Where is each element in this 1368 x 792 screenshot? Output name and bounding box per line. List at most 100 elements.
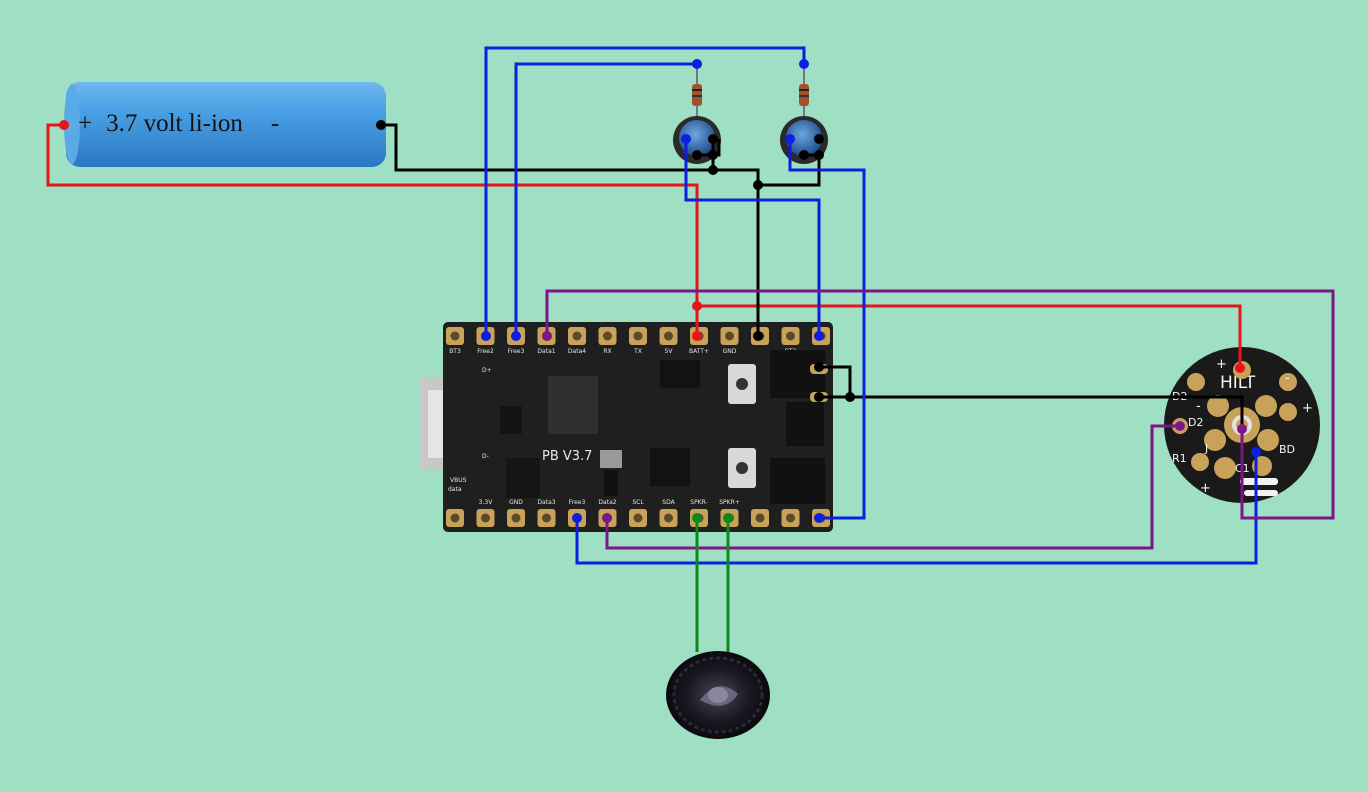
chip (506, 458, 540, 498)
pad (1204, 429, 1226, 451)
pin-label: TX (633, 348, 642, 355)
pad (1207, 395, 1229, 417)
pin-label: SPKR+ (719, 499, 740, 506)
side-label: D- (482, 453, 489, 460)
pad (1257, 429, 1279, 451)
pin-label: GND (509, 499, 523, 506)
junction-dot (814, 331, 824, 341)
side-label: data (448, 486, 462, 493)
junction-dot (1235, 363, 1245, 373)
junction-dot (59, 120, 69, 130)
chip (770, 458, 825, 504)
pin-label: BT3 (449, 348, 461, 355)
pad-label: + (1302, 401, 1313, 416)
pin-hole (450, 513, 460, 523)
pin-label: BATT+ (689, 348, 709, 355)
junction-dot (692, 513, 702, 523)
pin-label: GND (723, 348, 737, 355)
junction-dot (708, 134, 718, 144)
pin-label: SDA (662, 499, 675, 506)
speaker (666, 651, 770, 739)
junction-dot (814, 392, 824, 402)
side-label: VBUS (450, 477, 467, 484)
junction-dot (681, 134, 691, 144)
pad (1255, 395, 1277, 417)
pad (1279, 373, 1297, 391)
battery-body (66, 82, 386, 167)
chip (650, 448, 690, 486)
junction-dot (1175, 421, 1185, 431)
pad (1191, 453, 1209, 471)
pin-label: Free3 (569, 499, 586, 506)
pad-label: + (1216, 357, 1227, 372)
pin-label: SCL (632, 499, 644, 506)
proffieboard: BT3Free2Free3Data1Data4RXTX5VBATT+GNDBT2… (420, 322, 833, 532)
pad-label: J (1204, 442, 1208, 455)
junction-dot (511, 331, 521, 341)
battery-plus-label: + (78, 110, 93, 137)
black-wire (697, 139, 721, 157)
junction-dot (814, 513, 824, 523)
pad-label: - (1285, 371, 1290, 386)
blue-wire (684, 139, 821, 336)
pin-hole (664, 513, 673, 523)
blue-wire (575, 452, 1258, 565)
pin-hole (664, 331, 673, 341)
pad-label: - (1196, 399, 1201, 414)
junction-dot (723, 513, 733, 523)
blue-wire (788, 139, 866, 520)
junction-dot (814, 150, 824, 160)
pin-label: 5V (665, 348, 674, 355)
junction-dot (799, 150, 809, 160)
pin-hole (755, 513, 765, 523)
black-wire (758, 155, 821, 187)
chip (660, 360, 700, 388)
battery-minus-label: - (270, 110, 280, 137)
purple-wire (605, 424, 1180, 550)
junction-dot (602, 513, 612, 523)
bottom-pin-labels: 3.3VGNDData3Free3Data2SCLSDASPKR-SPKR+BT… (479, 499, 797, 506)
pin-hole (603, 331, 612, 341)
blue-wire (484, 46, 806, 336)
junction-dot (753, 180, 763, 190)
pad (1187, 373, 1205, 391)
connector-title: HILT (1220, 373, 1256, 393)
pin-label: Free2 (477, 348, 494, 355)
blue-wire (514, 62, 697, 336)
board-name: PB V3.7 (542, 449, 592, 464)
pin-hole (725, 331, 734, 341)
pin-label: 3.3V (479, 499, 494, 506)
battery-label: 3.7 volt li-ion (106, 110, 243, 137)
purple-wire (545, 289, 1335, 520)
junction-dot (692, 150, 702, 160)
junction-dot (572, 513, 582, 523)
top-pin-row (446, 327, 830, 345)
chip (786, 402, 824, 446)
junction-dot (799, 59, 809, 69)
pin-hole (481, 513, 490, 523)
pin-hole (633, 331, 643, 341)
pad-label: BD (1279, 443, 1295, 456)
tactile-button-right (786, 120, 822, 156)
pin-label: Data2 (598, 499, 616, 506)
side-label: D+ (482, 367, 492, 374)
pin-label: Data1 (537, 348, 555, 355)
junction-dot (708, 150, 718, 160)
junction-dot (692, 59, 702, 69)
junction-dot (692, 331, 702, 341)
tactile-button-left (679, 120, 715, 156)
battery-label-row: +3.7 volt li-ion- (78, 110, 279, 138)
pad-label: R1 (1172, 452, 1187, 465)
junction-dot (376, 120, 386, 130)
junction-dot (845, 392, 855, 402)
battery (64, 82, 386, 167)
pin-hole (450, 331, 460, 341)
pin-hole (786, 331, 795, 341)
junction-dot (753, 331, 763, 341)
mcu-chip (548, 376, 598, 434)
pad (1279, 403, 1297, 421)
pin-hole (633, 513, 643, 523)
junction-dot (814, 362, 824, 372)
